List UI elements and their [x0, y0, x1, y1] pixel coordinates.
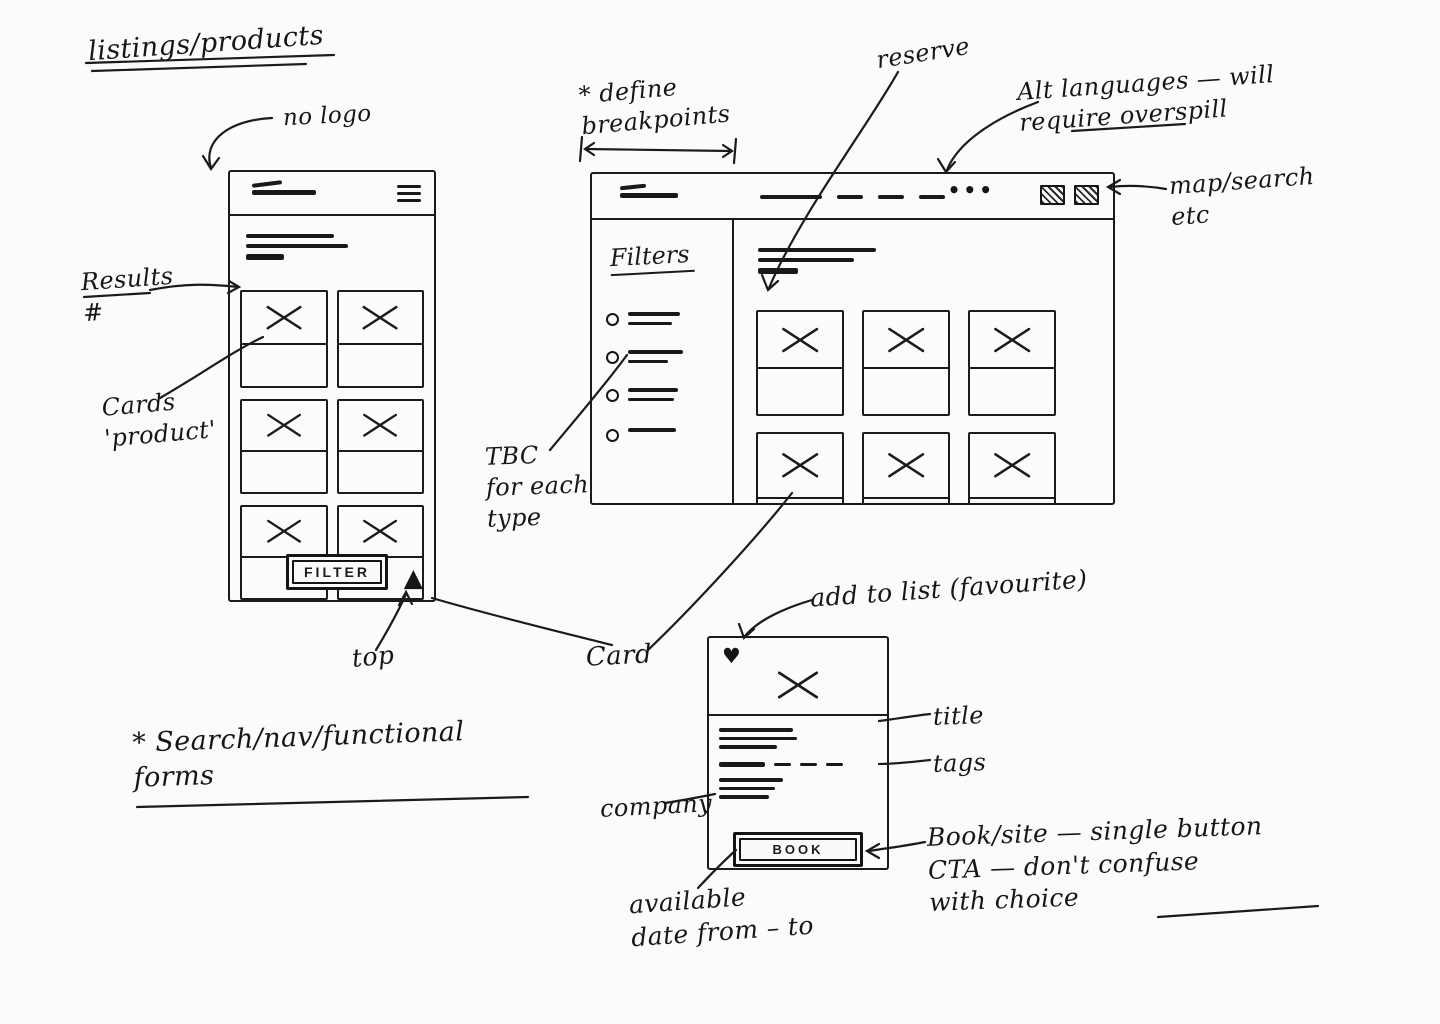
nav-links-scribble[interactable] — [760, 195, 945, 199]
annotation-alt-languages: Alt languages — will require overspill — [1016, 60, 1276, 138]
arrow-add-to-list — [737, 598, 814, 640]
annotation-title: title — [932, 701, 985, 731]
image-placeholder-x-icon — [363, 520, 398, 543]
results-count-scribble — [758, 248, 876, 274]
image-placeholder-x-icon — [363, 414, 398, 437]
annotation-add-to-list: add to list (favourite) — [809, 564, 1089, 613]
title-scribble — [719, 728, 797, 749]
annotation-cards-product: Cards 'product' — [100, 387, 218, 453]
image-placeholder-x-icon — [777, 671, 819, 699]
radio-circle-icon — [606, 313, 619, 326]
annotation-available-date: available date from – to — [628, 882, 815, 952]
arrow-no-logo — [201, 116, 274, 171]
filter-option[interactable] — [606, 388, 678, 402]
radio-circle-icon — [606, 351, 619, 364]
tags-scribble — [719, 762, 843, 767]
arrow-map-search — [1105, 178, 1168, 196]
annotation-no-logo: no logo — [282, 100, 373, 132]
book-button[interactable]: BOOK — [733, 832, 863, 867]
product-card[interactable] — [968, 310, 1056, 416]
desktop-card-grid — [756, 310, 1056, 503]
search-icon[interactable] — [1074, 185, 1099, 205]
product-card[interactable] — [862, 432, 950, 503]
results-count-scribble — [246, 234, 348, 260]
scroll-to-top-icon[interactable]: ▲ — [403, 563, 423, 592]
mobile-header — [230, 172, 434, 216]
filter-option[interactable] — [606, 350, 683, 364]
annotation-top: top — [350, 640, 396, 673]
divider — [709, 714, 887, 717]
annotation-reserve: reserve — [874, 31, 972, 75]
map-icon[interactable] — [1040, 185, 1065, 205]
page-title: listings/products — [87, 19, 325, 68]
desktop-header: ••• — [592, 174, 1113, 220]
filter-option[interactable] — [606, 428, 676, 442]
image-placeholder-x-icon — [993, 327, 1031, 352]
product-card[interactable] — [862, 310, 950, 416]
search-forms-underline — [135, 795, 530, 809]
product-card[interactable] — [336, 290, 424, 388]
line-triangle-to-card-label — [430, 596, 614, 647]
image-placeholder-x-icon — [266, 414, 301, 437]
annotation-map-search: map/search etc — [1168, 161, 1316, 232]
filter-button-label: FILTER — [292, 560, 382, 584]
annotation-tbc: TBC for each type — [484, 440, 590, 534]
card-detail-wireframe: ♥ BOOK — [707, 636, 889, 870]
radio-circle-icon — [606, 429, 619, 442]
product-card[interactable] — [240, 290, 328, 388]
book-button-label: BOOK — [739, 838, 857, 861]
annotation-tags: tags — [932, 748, 987, 778]
product-card[interactable] — [756, 432, 844, 503]
image-placeholder-x-icon — [266, 305, 302, 330]
annotation-search-nav-forms: * Search/nav/functional forms — [131, 716, 465, 794]
mobile-wireframe: FILTER ▲ — [228, 170, 436, 602]
image-placeholder-x-icon — [781, 453, 819, 478]
more-options-icon[interactable]: ••• — [947, 178, 995, 202]
company-scribble — [719, 778, 783, 799]
image-placeholder-x-icon — [887, 453, 925, 478]
product-card[interactable] — [336, 399, 424, 494]
desktop-results-area — [734, 220, 1113, 503]
desktop-body: Filters — [592, 220, 1113, 503]
line-card-label-to-grid — [646, 491, 794, 652]
annotation-results: Results # — [80, 261, 175, 328]
annotation-card: Card — [585, 639, 653, 673]
filters-heading: Filters — [609, 239, 695, 277]
filter-button[interactable]: FILTER — [286, 554, 388, 590]
radio-circle-icon — [606, 389, 619, 402]
desktop-wireframe: ••• Filters — [590, 172, 1115, 505]
product-card[interactable] — [240, 505, 328, 600]
product-card[interactable] — [240, 399, 328, 494]
hamburger-menu-icon[interactable] — [397, 185, 421, 206]
image-placeholder-x-icon — [362, 305, 398, 330]
logo-scribble — [619, 183, 678, 198]
product-card[interactable] — [968, 432, 1056, 503]
favourite-heart-icon[interactable]: ♥ — [722, 644, 741, 668]
annotation-book-cta: Book/site — single button CTA — don't co… — [926, 811, 1263, 917]
image-placeholder-x-icon — [266, 520, 301, 543]
product-card[interactable] — [756, 310, 844, 416]
image-placeholder-x-icon — [781, 327, 819, 352]
image-placeholder-x-icon — [993, 453, 1031, 478]
logo-scribble — [251, 180, 316, 195]
filters-sidebar: Filters — [592, 220, 734, 503]
filter-option[interactable] — [606, 312, 680, 326]
annotation-company: company — [599, 789, 713, 823]
image-placeholder-x-icon — [887, 327, 925, 352]
header-icons — [1040, 185, 1099, 205]
annotation-define-breakpoints: * define breakpoints — [577, 73, 732, 141]
